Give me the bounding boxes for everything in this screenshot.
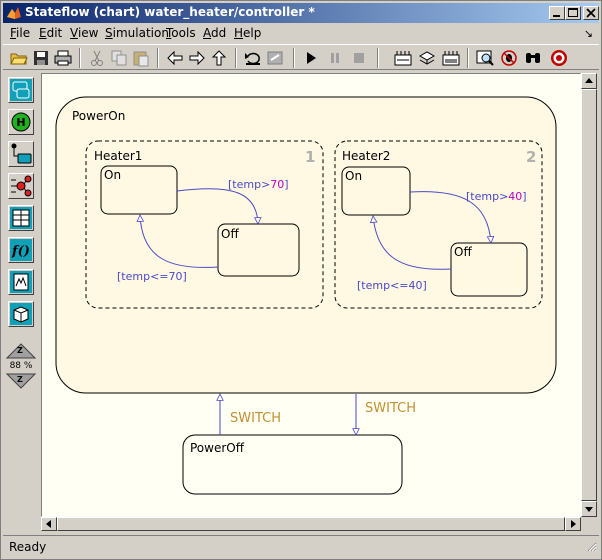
menu-bar: File Edit View Simulation Tools Add Help… [3, 24, 599, 42]
window-title: Stateflow (chart) water_heater/controlle… [25, 5, 315, 19]
state-heater2-order: 2 [526, 148, 536, 166]
transition-h1-on-to-off[interactable] [176, 188, 258, 224]
transition-h2-off-to-on-label[interactable]: [temp<=40] [357, 279, 427, 292]
menu-tools[interactable]: Tools [166, 26, 196, 40]
box-icon[interactable] [8, 301, 34, 327]
truth-table-icon[interactable] [8, 205, 34, 231]
forward-arrow-icon[interactable] [187, 48, 207, 68]
svg-text:f(): f() [11, 244, 30, 259]
transition-h1-off-to-on[interactable] [140, 215, 219, 268]
state-tool-icon[interactable] [8, 77, 34, 103]
menu-edit[interactable]: Edit [39, 26, 63, 40]
state-poweroff-label: PowerOff [190, 441, 245, 455]
transition-h2-on-to-off[interactable] [409, 191, 491, 243]
state-heater2-on[interactable] [341, 166, 411, 216]
state-poweron-label: PowerOn [72, 109, 125, 123]
status-bar: Ready [3, 535, 599, 557]
toolbar-separator [467, 48, 469, 68]
object-palette: H f() Z 88 % Z [3, 73, 39, 533]
undo-icon[interactable] [243, 48, 263, 68]
function-icon[interactable]: f() [8, 237, 34, 263]
incremental-build-icon[interactable] [417, 48, 437, 68]
toolbar-separator [235, 48, 237, 68]
pause-simulation-icon[interactable] [325, 48, 345, 68]
resize-grip-icon[interactable] [585, 540, 597, 555]
up-arrow-icon[interactable] [209, 48, 229, 68]
toolbar-separator [157, 48, 159, 68]
transition-switch-up-label[interactable]: SWITCH [230, 411, 281, 426]
close-button[interactable] [583, 6, 599, 20]
zoom-out-button[interactable]: Z [17, 375, 23, 384]
toolbar-separator [377, 48, 379, 68]
menu-add[interactable]: Add [203, 26, 227, 40]
copy-icon[interactable] [109, 48, 129, 68]
transition-h2-on-to-off-label[interactable]: [temp>40] [466, 190, 527, 203]
vertical-scrollbar[interactable] [581, 73, 597, 517]
open-folder-icon[interactable] [9, 48, 29, 68]
toolbar [3, 44, 599, 70]
state-heater1-label: Heater1 [94, 149, 142, 163]
state-heater2-label: Heater2 [342, 149, 390, 163]
status-text: Ready [9, 540, 47, 554]
state-heater1-order: 1 [305, 148, 315, 166]
menu-help[interactable]: Help [234, 26, 262, 40]
chart-canvas[interactable]: PowerOn Heater1 1 On Off [temp>70] [temp… [41, 73, 581, 517]
state-heater1-off-label: Off [221, 227, 239, 241]
history-junction-icon[interactable]: H [8, 109, 34, 135]
scroll-down-button[interactable] [581, 501, 597, 517]
paste-icon[interactable] [131, 48, 151, 68]
horizontal-scroll-thumb[interactable] [57, 517, 565, 531]
minimize-button[interactable] [549, 6, 565, 20]
cut-icon[interactable] [87, 48, 107, 68]
redo-icon[interactable] [265, 48, 285, 68]
toolbar-separator [293, 48, 295, 68]
transition-h1-on-to-off-label[interactable]: [temp>70] [228, 178, 289, 191]
zoom-level-label: 88 % [9, 361, 33, 371]
print-icon[interactable] [53, 48, 73, 68]
menu-simulation[interactable]: Simulation [105, 26, 169, 40]
explorer-icon[interactable] [475, 48, 495, 68]
dock-icon[interactable]: ↘ [583, 27, 593, 40]
rebuild-icon[interactable] [441, 48, 461, 68]
debugger-icon[interactable] [499, 48, 519, 68]
stop-simulation-icon[interactable] [349, 48, 369, 68]
state-heater2-on-label: On [345, 169, 362, 183]
transition-h2-off-to-on[interactable] [373, 216, 452, 270]
transition-h1-off-to-on-label[interactable]: [temp<=70] [117, 270, 187, 283]
scroll-up-button[interactable] [581, 73, 597, 89]
start-simulation-icon[interactable] [301, 48, 321, 68]
title-bar[interactable]: Stateflow (chart) water_heater/controlle… [3, 3, 599, 23]
build-icon[interactable] [393, 48, 413, 68]
scroll-right-button[interactable] [565, 517, 581, 531]
svg-text:H: H [16, 116, 25, 129]
transition-switch-down-label[interactable]: SWITCH [365, 401, 416, 416]
vertical-scroll-thumb[interactable] [581, 89, 597, 501]
toolbar-separator [79, 48, 81, 68]
state-poweroff[interactable] [182, 434, 403, 495]
menu-view[interactable]: View [70, 26, 99, 40]
connective-junction-icon[interactable] [8, 173, 34, 199]
target-icon[interactable] [549, 48, 569, 68]
back-arrow-icon[interactable] [165, 48, 185, 68]
state-heater2-off-label: Off [454, 245, 472, 259]
default-transition-icon[interactable] [8, 141, 34, 167]
matlab-logo-icon [6, 5, 22, 21]
state-heater1-on-label: On [104, 168, 121, 182]
state-heater1-on[interactable] [100, 165, 178, 215]
maximize-button[interactable] [565, 6, 581, 20]
zoom-control: Z 88 % Z [6, 343, 36, 389]
save-icon[interactable] [31, 48, 51, 68]
horizontal-scrollbar[interactable] [41, 517, 581, 531]
embedded-matlab-icon[interactable] [8, 269, 34, 295]
zoom-in-button[interactable]: Z [17, 346, 23, 355]
menu-file[interactable]: File [10, 26, 31, 40]
scroll-left-button[interactable] [41, 517, 57, 531]
find-icon[interactable] [523, 48, 543, 68]
